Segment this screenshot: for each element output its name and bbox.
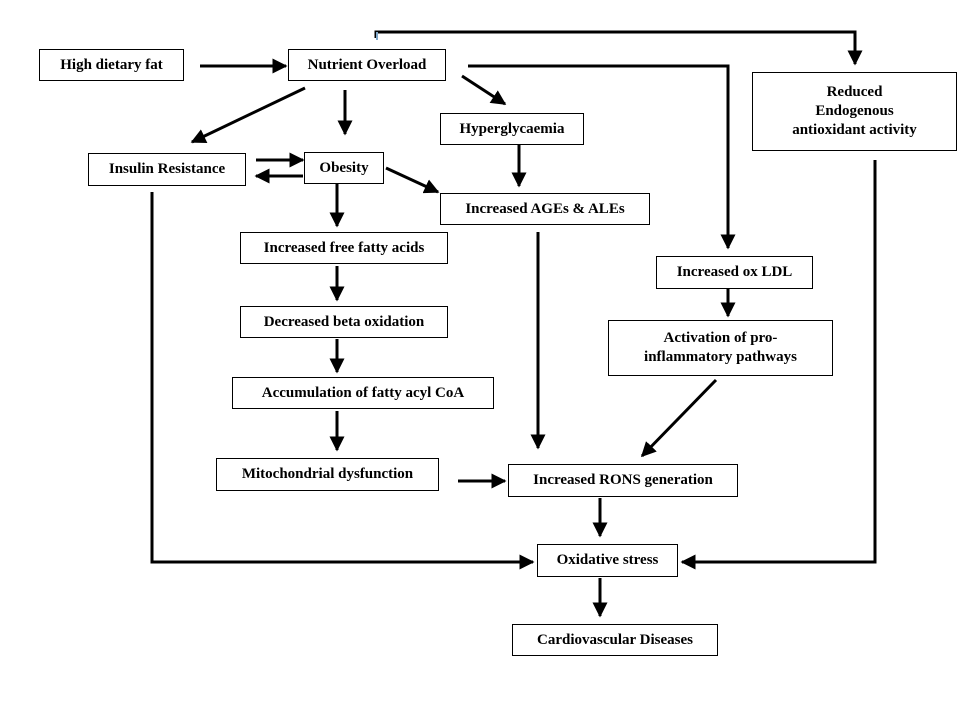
node-accumulation-fatty-acyl-coa: Accumulation of fatty acyl CoA	[232, 377, 494, 409]
node-insulin-resistance: Insulin Resistance	[88, 153, 246, 186]
node-obesity: Obesity	[304, 152, 384, 184]
arrow-antioxidant-to-oxidative	[680, 160, 877, 570]
node-reduced-antioxidant-line-3: antioxidant activity	[792, 122, 917, 138]
node-increased-free-fatty-acids: Increased free fatty acids	[240, 232, 448, 264]
node-nutrient-overload: Nutrient Overload	[288, 49, 446, 81]
node-increased-ox-ldl: Increased ox LDL	[656, 256, 813, 289]
node-decreased-beta-oxidation: Decreased beta oxidation	[240, 306, 448, 338]
node-activation-proinflammatory-pathways: Activation of pro- inflammatory pathways	[608, 320, 833, 376]
arrow-overload-to-oxldl	[468, 64, 736, 250]
node-increased-ages-ales: Increased AGEs & ALEs	[440, 193, 650, 225]
node-activation-line-1: Activation of pro-	[663, 330, 778, 346]
arrow-overload-to-hyperglycaemia	[461, 74, 507, 106]
node-reduced-antioxidant-line-1: Reduced	[826, 84, 883, 100]
node-mitochondrial-dysfunction: Mitochondrial dysfunction	[216, 458, 439, 491]
arrow-overload-to-insulin	[190, 86, 306, 144]
node-reduced-antioxidant-activity: Reduced Endogenous antioxidant activity	[752, 72, 957, 151]
node-cardiovascular-diseases: Cardiovascular Diseases	[512, 624, 718, 656]
node-hyperglycaemia: Hyperglycaemia	[440, 113, 584, 145]
arrow-obesity-to-ages	[385, 166, 440, 194]
arrow-overload-to-antioxidant	[374, 30, 863, 66]
node-activation-line-2: inflammatory pathways	[644, 349, 797, 365]
node-oxidative-stress: Oxidative stress	[537, 544, 678, 577]
arrow-activation-to-rons	[640, 378, 718, 458]
node-reduced-antioxidant-line-2: Endogenous	[815, 103, 894, 119]
arrow-insulin-to-oxidative	[150, 192, 535, 570]
node-increased-rons-generation: Increased RONS generation	[508, 464, 738, 497]
node-high-dietary-fat: High dietary fat	[39, 49, 184, 81]
